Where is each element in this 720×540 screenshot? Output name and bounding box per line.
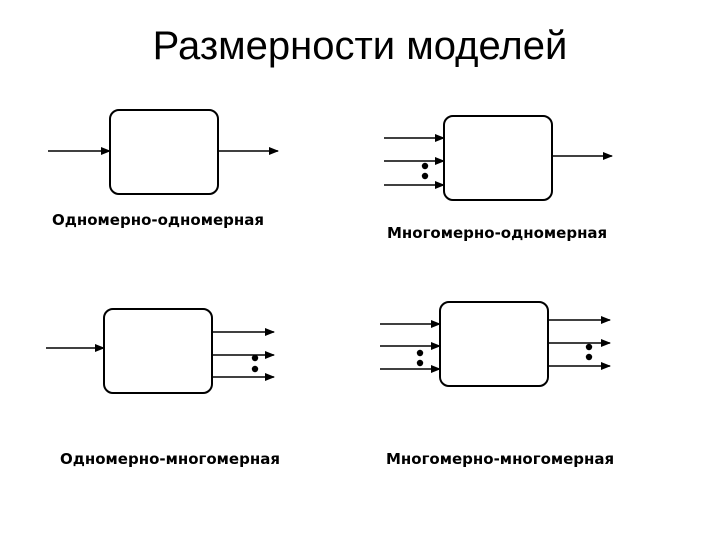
page-title: Размерности моделей xyxy=(152,24,568,68)
diagram-one-many xyxy=(46,308,275,394)
diagram-one-one xyxy=(48,109,279,195)
ellipsis-dots xyxy=(251,354,259,373)
ellipsis-dots xyxy=(585,343,593,361)
diagram-label-one-one: Одномерно-одномерная xyxy=(52,211,264,229)
model-box xyxy=(109,109,219,195)
ellipsis-dots xyxy=(421,162,429,180)
model-box xyxy=(439,301,549,387)
model-box xyxy=(103,308,213,394)
diagram-many-one xyxy=(384,115,613,201)
diagram-label-one-many: Одномерно-многомерная xyxy=(60,450,280,468)
ellipsis-dots xyxy=(416,349,424,367)
diagram-label-many-many: Многомерно-многомерная xyxy=(386,450,615,468)
model-box xyxy=(443,115,553,201)
diagram-label-many-one: Многомерно-одномерная xyxy=(387,224,608,242)
diagram-many-many xyxy=(380,301,611,387)
